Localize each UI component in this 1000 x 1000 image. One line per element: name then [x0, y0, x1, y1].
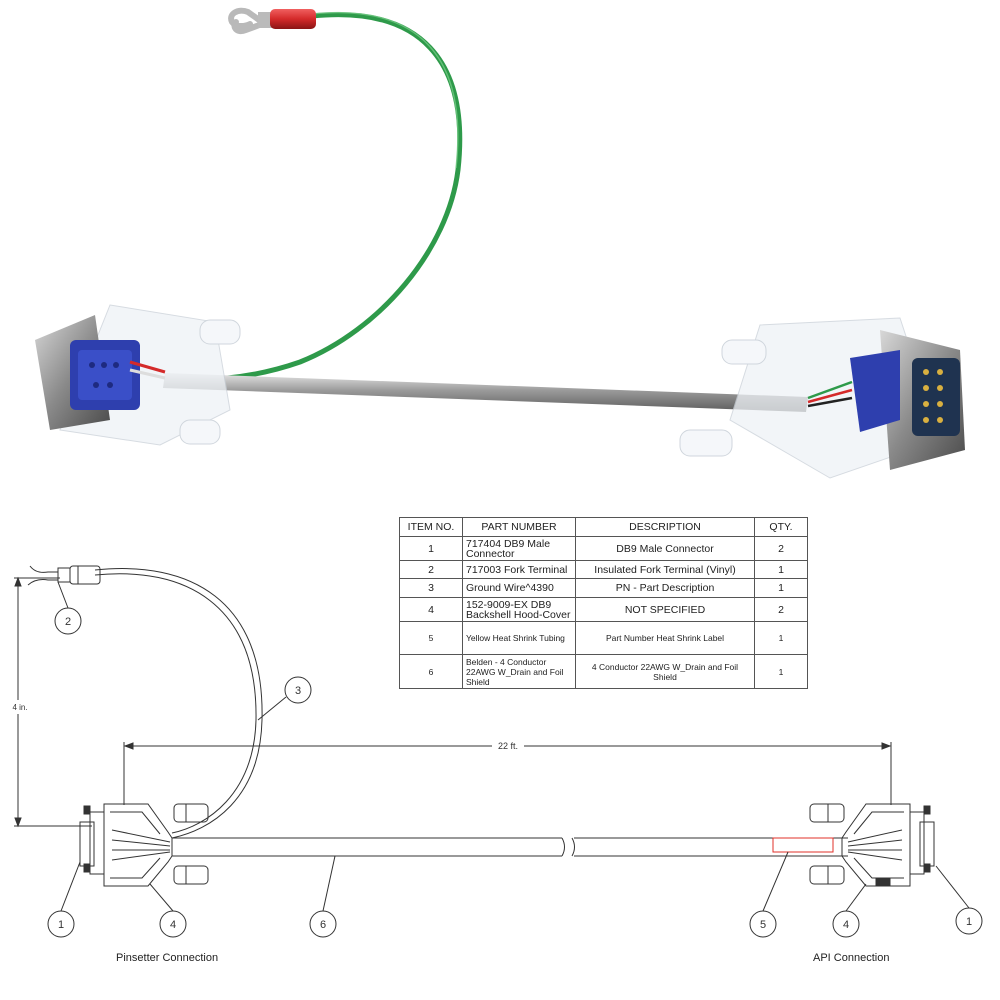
- bom-cell-description: Part Number Heat Shrink Label: [575, 621, 755, 655]
- bom-cell-item: 2: [399, 560, 463, 579]
- bom-cell-item: 5: [399, 621, 463, 655]
- cable-render: [163, 373, 808, 412]
- render-3d: [35, 7, 965, 479]
- balloon-1-left: [47, 910, 75, 938]
- ground-wire-render: [187, 12, 463, 383]
- right-connector-render: [679, 317, 965, 479]
- balloon-1-left-label: 1: [58, 919, 64, 931]
- bom-cell-part: 717404 DB9 Male Connector: [462, 536, 576, 561]
- bom-header-row: ITEM NO. PART NUMBER DESCRIPTION QTY.: [399, 517, 808, 537]
- bom-cell-part: Ground Wire^4390: [462, 578, 576, 598]
- bom-header-description: DESCRIPTION: [575, 517, 755, 537]
- bom-cell-part: 717003 Fork Terminal: [462, 560, 576, 579]
- bom-cell-qty: 2: [754, 597, 808, 622]
- bom-cell-qty: 1: [754, 560, 808, 579]
- left-connector-render: [35, 304, 241, 446]
- bom-header-part: PART NUMBER: [462, 517, 576, 537]
- bom-cell-item: 3: [399, 578, 463, 598]
- fork-terminal-outline: [27, 565, 101, 586]
- balloon-6-label: 6: [320, 919, 326, 931]
- balloon-2-label: 2: [65, 616, 71, 628]
- bom-cell-item: 6: [399, 654, 463, 689]
- table-row: 4 152-9009-EX DB9 Backshell Hood-Cover N…: [399, 597, 808, 622]
- bom-cell-part: Yellow Heat Shrink Tubing: [462, 621, 576, 655]
- balloon-1-right: [955, 907, 983, 935]
- balloon-5-label: 5: [760, 919, 766, 931]
- heat-shrink: [772, 837, 834, 853]
- bom-cell-description: 4 Conductor 22AWG W_Drain and Foil Shiel…: [575, 654, 755, 689]
- balloon-5: [749, 910, 777, 938]
- balloon-6: [309, 910, 337, 938]
- bom-cell-item: 4: [399, 597, 463, 622]
- pinsetter-connection-label: Pinsetter Connection: [116, 952, 219, 964]
- bom-cell-description: Insulated Fork Terminal (Vinyl): [575, 560, 755, 579]
- bom-header-item: ITEM NO.: [399, 517, 463, 537]
- table-row: 3 Ground Wire^4390 PN - Part Description…: [399, 578, 808, 598]
- right-connector-outline: [809, 803, 935, 887]
- balloon-3-label: 3: [295, 685, 301, 697]
- bom-cell-qty: 1: [754, 654, 808, 689]
- table-row: 2 717003 Fork Terminal Insulated Fork Te…: [399, 560, 808, 579]
- table-row: 6 Belden - 4 Conductor 22AWG W_Drain and…: [399, 654, 808, 689]
- fork-terminal-render: [228, 7, 316, 34]
- table-row: 5 Yellow Heat Shrink Tubing Part Number …: [399, 621, 808, 655]
- api-connection-label: API Connection: [813, 952, 890, 964]
- balloon-1-right-label: 1: [966, 916, 972, 928]
- bom-cell-description: NOT SPECIFIED: [575, 597, 755, 622]
- bom-cell-part: 152-9009-EX DB9 Backshell Hood-Cover: [462, 597, 576, 622]
- dim-height-label: 4 in.: [12, 703, 27, 712]
- balloon-4-left: [159, 910, 187, 938]
- bom-cell-description: DB9 Male Connector: [575, 536, 755, 561]
- balloon-2: [54, 607, 82, 635]
- bom-cell-item: 1: [399, 536, 463, 561]
- bom-cell-part: Belden - 4 Conductor 22AWG W_Drain and F…: [462, 654, 576, 689]
- left-connector-outline: [79, 803, 209, 887]
- bom-table: ITEM NO. PART NUMBER DESCRIPTION QTY. 1 …: [399, 517, 808, 689]
- bom-cell-qty: 2: [754, 536, 808, 561]
- bom-header-qty: QTY.: [754, 517, 808, 537]
- balloon-4-left-label: 4: [170, 919, 176, 931]
- balloon-3: [284, 676, 312, 704]
- table-row: 1 717404 DB9 Male Connector DB9 Male Con…: [399, 536, 808, 561]
- bom-cell-qty: 1: [754, 578, 808, 598]
- bom-cell-qty: 1: [754, 621, 808, 655]
- bom-cell-description: PN - Part Description: [575, 578, 755, 598]
- dim-length-label: 22 ft.: [498, 741, 518, 751]
- ground-wire-outline: [94, 568, 263, 839]
- balloon-4-right-label: 4: [843, 919, 849, 931]
- balloon-4-right: [832, 910, 860, 938]
